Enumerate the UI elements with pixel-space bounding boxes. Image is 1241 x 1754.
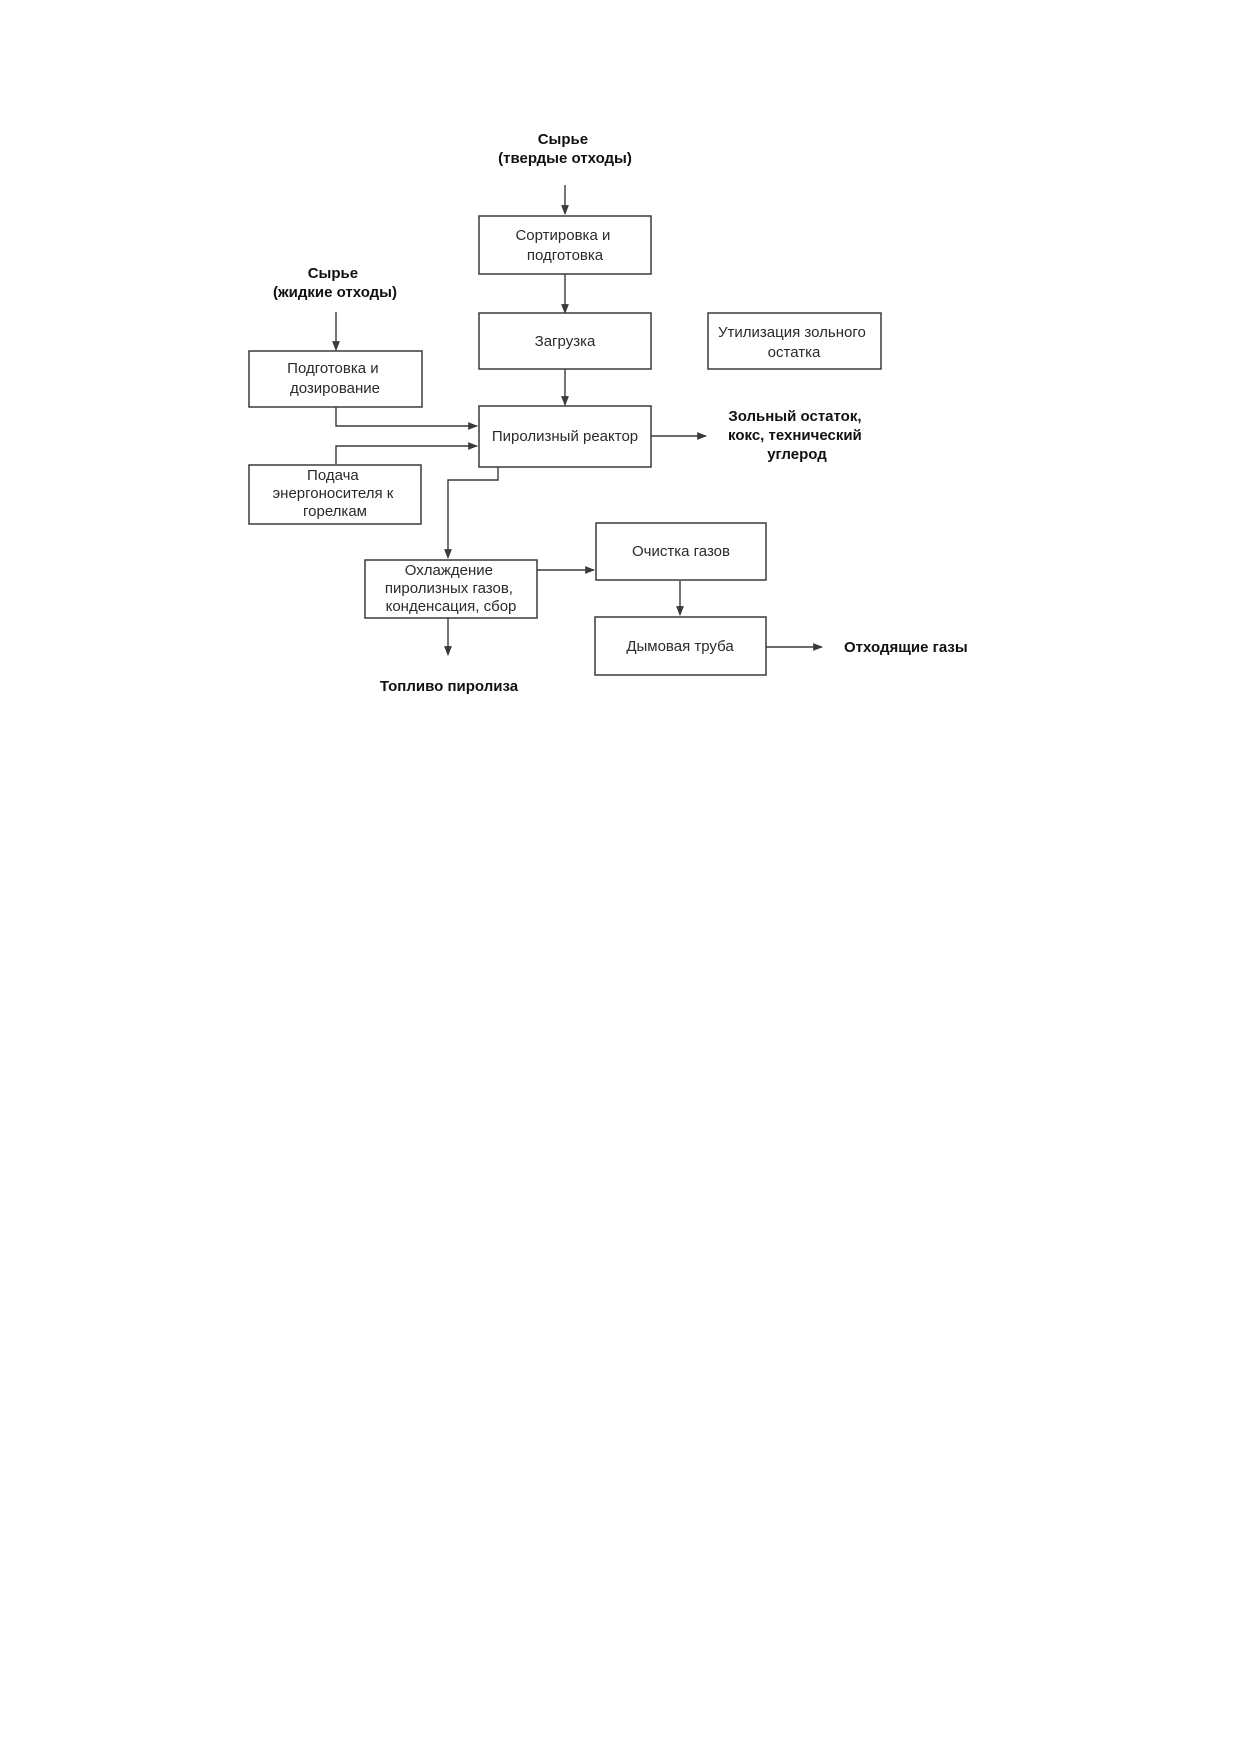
box-prep-dosing: Подготовка и дозирование <box>248 350 423 408</box>
label-exhaust-gases: Отходящие газы <box>844 639 968 656</box>
box-ash-utilization-line-1: Утилизация зольного <box>718 324 866 341</box>
box-loading: Загрузка <box>478 312 652 370</box>
connectors <box>332 185 823 656</box>
box-pyrolysis-reactor: Пиролизный реактор <box>478 405 652 468</box>
svg-text:Загрузка: Загрузка <box>535 333 596 350</box>
box-cooling-condensation: Охлаждение пиролизных газов, конденсация… <box>364 559 538 619</box>
label-raw-solid-line-2: (твердые отходы) <box>498 150 632 167</box>
box-energy-supply-line-1: Подача <box>307 467 359 484</box>
box-prep-dosing-line-1: Подготовка и <box>287 360 379 377</box>
box-cooling-line-1: Охлаждение <box>405 562 493 579</box>
box-sorting-line-2: подготовка <box>527 247 604 264</box>
label-ash-output-line-1: Зольный остаток, <box>728 408 861 425</box>
label-exhaust-gases-line-1: Отходящие газы <box>844 639 968 656</box>
svg-text:Зольный остаток, кокс, т: Зольный остаток, кокс, технический углер… <box>728 408 866 463</box>
label-ash-output-line-3: углерод <box>767 446 827 463</box>
label-ash-output: Зольный остаток, кокс, технический углер… <box>728 408 866 463</box>
box-sorting: Сортировка и подготовка <box>478 215 652 275</box>
box-prep-dosing-line-2: дозирование <box>290 380 380 397</box>
svg-text:Топливо пиролиза: Топливо пиролиза <box>380 678 519 695</box>
box-loading-line-1: Загрузка <box>535 333 596 350</box>
svg-text:Утилизация зольного оста: Утилизация зольного остатка <box>718 324 870 361</box>
box-pyrolysis-reactor-line-1: Пиролизный реактор <box>492 428 638 445</box>
label-pyrolysis-fuel-line-1: Топливо пиролиза <box>380 678 519 695</box>
box-ash-utilization: Утилизация зольного остатка <box>707 312 882 370</box>
box-chimney: Дымовая труба <box>594 616 767 676</box>
svg-text:Отходящие газы: Отходящие газы <box>844 639 968 656</box>
svg-text:Сырье (жидкие отходы): Сырье (жидкие отходы) <box>273 265 397 301</box>
label-pyrolysis-fuel: Топливо пиролиза <box>380 678 519 695</box>
label-raw-solid: Сырье (твердые отходы) <box>498 131 632 167</box>
label-raw-liquid: Сырье (жидкие отходы) <box>273 265 397 301</box>
arrow-prep-to-reactor <box>335 407 478 430</box>
svg-text:Сырье (твердые отходы): Сырье (твердые отходы) <box>498 131 632 167</box>
box-sorting-line-1: Сортировка и <box>515 227 610 244</box>
box-gas-cleaning: Очистка газов <box>595 522 767 581</box>
svg-text:Очистка газов: Очистка газов <box>632 543 730 560</box>
svg-text:Пиролизный реактор: Пиролизный реактор <box>492 428 638 445</box>
box-energy-supply: Подача энергоносителя к горелкам <box>248 464 422 525</box>
label-raw-solid-line-1: Сырье <box>538 131 588 148</box>
svg-text:Подача энергоносителя к: Подача энергоносителя к горелкам <box>273 467 398 520</box>
label-ash-output-line-2: кокс, технический <box>728 427 862 444</box>
box-cooling-line-2: пиролизных газов, <box>385 580 513 597</box>
svg-text:Сортировка и подготовка: Сортировка и подготовка <box>515 227 614 264</box>
arrow-energy-to-reactor <box>335 442 478 464</box>
box-cooling-line-3: конденсация, сбор <box>386 598 517 615</box>
svg-text:Дымовая труба: Дымовая труба <box>626 638 734 655</box>
box-chimney-line-1: Дымовая труба <box>626 638 734 655</box>
svg-text:Подготовка и дозирование: Подготовка и дозирование <box>287 360 383 397</box>
box-ash-utilization-line-2: остатка <box>768 344 821 361</box>
svg-text:Охлаждение пиролизных га: Охлаждение пиролизных газов, конденсация… <box>385 562 517 615</box>
box-energy-supply-line-3: горелкам <box>303 503 367 520</box>
box-gas-cleaning-line-1: Очистка газов <box>632 543 730 560</box>
label-raw-liquid-line-1: Сырье <box>308 265 358 282</box>
arrow-reactor-to-cooling <box>444 467 499 559</box>
label-raw-liquid-line-2: (жидкие отходы) <box>273 284 397 301</box>
box-energy-supply-line-2: энергоносителя к <box>273 485 394 502</box>
